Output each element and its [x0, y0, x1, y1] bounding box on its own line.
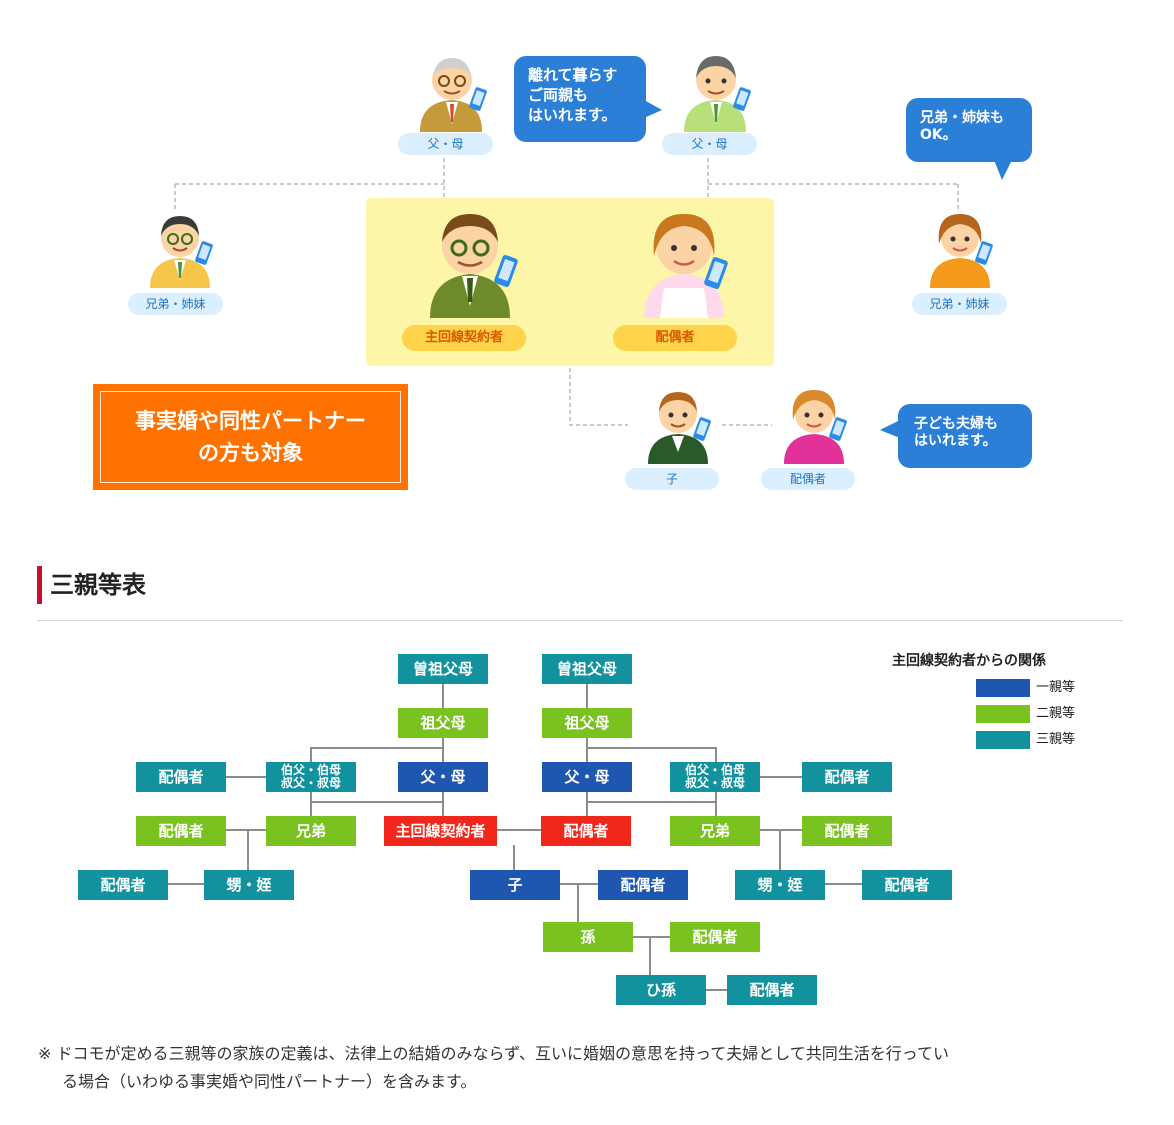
node-great-grandchild-spouse: 配偶者 — [727, 975, 817, 1005]
label-spouse: 配偶者 — [613, 325, 737, 351]
label-child-spouse: 配偶者 — [761, 468, 855, 490]
speech-bubble-tail-icon — [994, 160, 1012, 180]
node-grandchild-spouse: 配偶者 — [670, 922, 760, 952]
label-sibling-left: 兄弟・姉妹 — [128, 293, 223, 315]
node-spouse: 配偶者 — [541, 816, 631, 846]
node-nephew-niece-right: 甥・姪 — [735, 870, 825, 900]
sibling-right-avatar-icon — [930, 214, 993, 288]
node-sibling-spouse-left: 配偶者 — [136, 816, 226, 846]
section-title: 三親等表 — [50, 571, 146, 599]
legend-swatch — [976, 705, 1030, 723]
label-sibling-right: 兄弟・姉妹 — [912, 293, 1007, 315]
node-great-grandchild: ひ孫 — [616, 975, 706, 1005]
legend-swatch — [976, 679, 1030, 697]
node-grandparents-left: 祖父母 — [398, 708, 488, 738]
node-aunt-uncle-spouse-right: 配偶者 — [802, 762, 892, 792]
node-aunt-uncle-right: 伯父・伯母 叔父・叔母 — [670, 762, 760, 792]
speech-bubble-siblings: 兄弟・姉妹も OK。 — [906, 98, 1032, 162]
node-grandparents-right: 祖父母 — [542, 708, 632, 738]
node-parents-left: 父・母 — [398, 762, 488, 792]
node-child: 子 — [470, 870, 560, 900]
speech-bubble-tail-icon — [644, 100, 662, 118]
section-divider — [37, 620, 1123, 621]
node-aunt-uncle-left: 伯父・伯母 叔父・叔母 — [266, 762, 356, 792]
node-sibling-spouse-right: 配偶者 — [802, 816, 892, 846]
legend-title: 主回線契約者からの関係 — [892, 653, 1046, 669]
child-avatar-icon — [648, 392, 711, 464]
speech-bubble-parents: 離れて暮らす ご両親も はいれます。 — [514, 56, 646, 142]
sibling-left-avatar-icon — [150, 216, 213, 288]
kinship-connectors — [168, 684, 862, 991]
node-nephew-spouse-left: 配偶者 — [78, 870, 168, 900]
label-child: 子 — [625, 468, 719, 490]
node-nephew-niece-left: 甥・姪 — [204, 870, 294, 900]
node-grandchild: 孫 — [543, 922, 633, 952]
node-parents-right: 父・母 — [542, 762, 632, 792]
footnote: ※ ドコモが定める三親等の家族の定義は、法律上の結婚のみならず、互いに婚姻の意思… — [38, 1044, 949, 1091]
node-nephew-spouse-right: 配偶者 — [862, 870, 952, 900]
node-aunt-uncle-spouse-left: 配偶者 — [136, 762, 226, 792]
child-spouse-avatar-icon — [784, 390, 847, 464]
node-child-spouse: 配偶者 — [598, 870, 688, 900]
parent-right-avatar-icon — [684, 56, 751, 132]
node-great-grandparents-right: 曽祖父母 — [542, 654, 632, 684]
speech-bubble-children: 子ども夫婦も はいれます。 — [898, 404, 1032, 468]
main-contract-holder-avatar-icon — [430, 214, 518, 318]
node-main-contract-holder: 主回線契約者 — [384, 816, 497, 846]
node-sibling-right: 兄弟 — [670, 816, 760, 846]
node-sibling-left: 兄弟 — [266, 816, 356, 846]
spouse-avatar-icon — [644, 214, 728, 318]
label-main-contract-holder: 主回線契約者 — [402, 325, 526, 351]
label-parent-right: 父・母 — [662, 133, 757, 155]
parent-left-avatar-icon — [420, 58, 487, 132]
section-accent-bar — [37, 566, 42, 604]
node-great-grandparents-left: 曽祖父母 — [398, 654, 488, 684]
label-parent-left: 父・母 — [398, 133, 493, 155]
speech-bubble-tail-icon — [880, 420, 900, 438]
partner-eligibility-box: 事実婚や同性パートナー の方も対象 — [93, 384, 408, 490]
legend-swatch — [976, 731, 1030, 749]
